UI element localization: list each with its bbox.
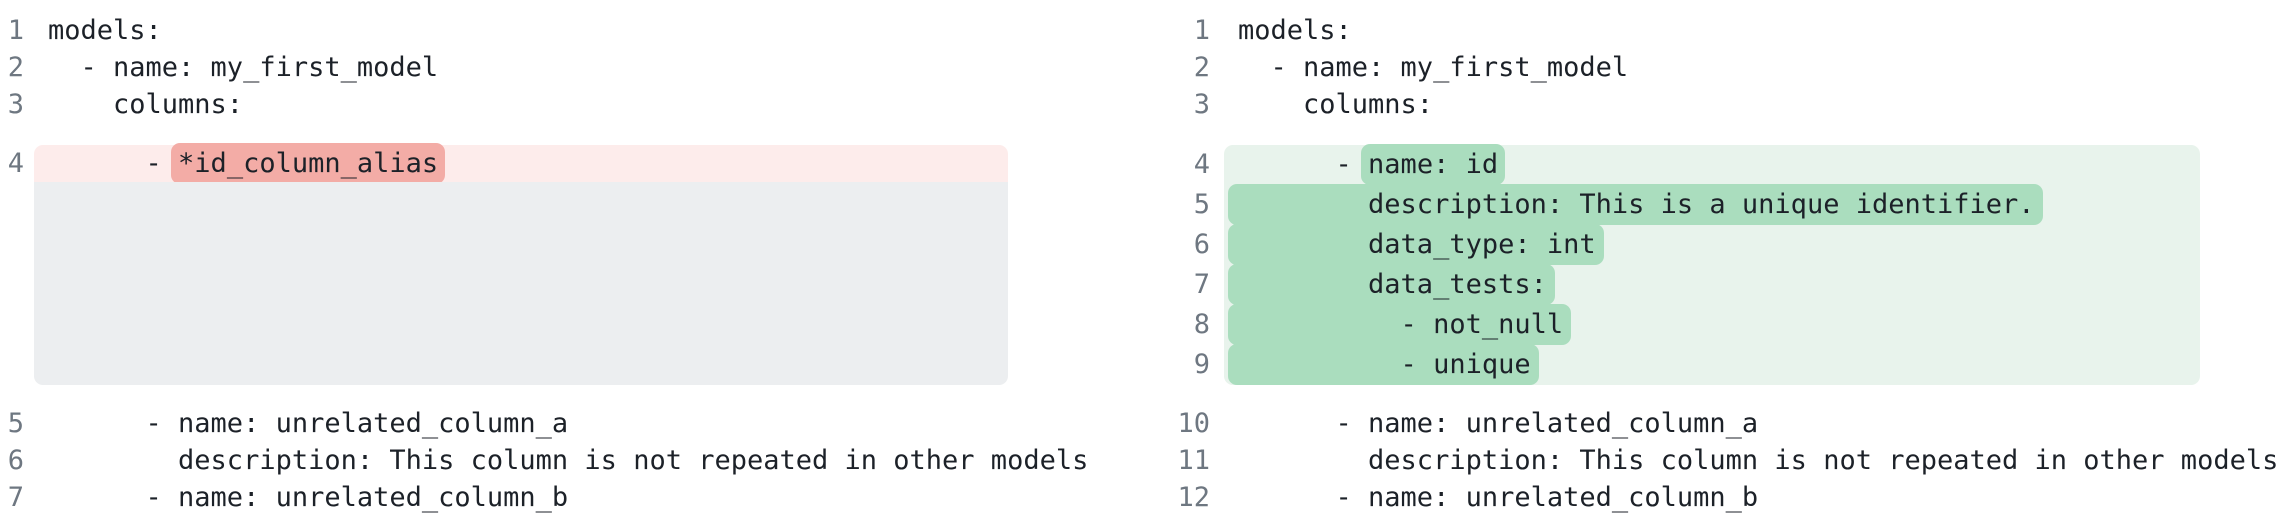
line-number: 2 bbox=[1193, 52, 1210, 83]
diff-line-context: 12 - name: unrelated_column_b bbox=[1139, 479, 2278, 516]
line-number: 1 bbox=[7, 15, 24, 46]
diff-line-added: 7 data_tests: bbox=[1139, 264, 2278, 305]
added-token-highlight: - unique bbox=[1228, 344, 1539, 385]
line-number: 7 bbox=[7, 482, 24, 513]
added-token-highlight: data_tests: bbox=[1228, 264, 1555, 305]
line-number: 4 bbox=[1193, 149, 1210, 180]
diff-line-added: 8 - not_null bbox=[1139, 304, 2278, 345]
line-number: 9 bbox=[1193, 349, 1210, 380]
removed-token-highlight: *id_column_alias bbox=[171, 143, 446, 184]
diff-line-added: 5 description: This is a unique identifi… bbox=[1139, 184, 2278, 225]
diff-line-context: 3 columns: bbox=[1139, 86, 2278, 123]
diff-line-added: 4 - name: id bbox=[1139, 144, 2278, 185]
diff-line-context: 11 description: This column is not repea… bbox=[1139, 442, 2278, 479]
diff-line-context: 2 - name: my_first_model bbox=[0, 49, 1139, 86]
line-number: 6 bbox=[7, 445, 24, 476]
code-text: - name: id bbox=[1238, 144, 1506, 185]
line-number: 11 bbox=[1177, 445, 1210, 476]
code-text: - name: my_first_model bbox=[48, 52, 439, 83]
line-number: 3 bbox=[1193, 89, 1210, 120]
code-text: - unique bbox=[1228, 344, 1539, 385]
code-text: data_type: int bbox=[1228, 224, 1604, 265]
code-text: - not_null bbox=[1228, 304, 1572, 345]
code-text: - name: unrelated_column_a bbox=[48, 408, 569, 439]
line-number: 5 bbox=[7, 408, 24, 439]
code-text: data_tests: bbox=[1228, 264, 1555, 305]
code-text: - name: unrelated_column_a bbox=[1238, 408, 1759, 439]
diff-line-context: 5 - name: unrelated_column_a bbox=[0, 405, 1139, 442]
diff-line-context: 10 - name: unrelated_column_a bbox=[1139, 405, 2278, 442]
line-number: 4 bbox=[7, 148, 24, 179]
line-number: 2 bbox=[7, 52, 24, 83]
diff-line-context: 2 - name: my_first_model bbox=[1139, 49, 2278, 86]
added-token-highlight: - not_null bbox=[1228, 304, 1572, 345]
added-token-highlight: data_type: int bbox=[1228, 224, 1604, 265]
code-text: models: bbox=[1238, 15, 1352, 46]
diff-line-context: 7 - name: unrelated_column_b bbox=[0, 479, 1139, 516]
code-text: - name: unrelated_column_b bbox=[48, 482, 569, 513]
line-number: 5 bbox=[1193, 189, 1210, 220]
added-token-highlight: description: This is a unique identifier… bbox=[1228, 184, 2043, 225]
diff-line-added: 9 - unique bbox=[1139, 344, 2278, 385]
diff-line-added: 6 data_type: int bbox=[1139, 224, 2278, 265]
code-text: columns: bbox=[1238, 89, 1434, 120]
code-text: description: This column is not repeated… bbox=[48, 445, 1089, 476]
diff-line-context: 6 description: This column is not repeat… bbox=[0, 442, 1139, 479]
code-text: - name: unrelated_column_b bbox=[1238, 482, 1759, 513]
placeholder-block bbox=[34, 182, 1008, 385]
diff-line-context: 3 columns: bbox=[0, 86, 1139, 123]
code-text: description: This is a unique identifier… bbox=[1228, 184, 2043, 225]
diff-line-removed: 4 - *id_column_alias bbox=[0, 143, 1139, 184]
diff-line-context: 1 models: bbox=[1139, 12, 2278, 49]
collapsed-lines-placeholder bbox=[0, 182, 1139, 385]
code-text: - *id_column_alias bbox=[48, 143, 446, 184]
code-text: models: bbox=[48, 15, 162, 46]
added-token-highlight: name: id bbox=[1361, 144, 1506, 185]
line-number: 6 bbox=[1193, 229, 1210, 260]
line-number: 7 bbox=[1193, 269, 1210, 300]
line-number: 1 bbox=[1193, 15, 1210, 46]
code-text: - name: my_first_model bbox=[1238, 52, 1629, 83]
code-text: columns: bbox=[48, 89, 244, 120]
code-text: description: This column is not repeated… bbox=[1238, 445, 2278, 476]
line-number: 10 bbox=[1177, 408, 1210, 439]
diff-line-context: 1 models: bbox=[0, 12, 1139, 49]
line-number: 12 bbox=[1177, 482, 1210, 513]
line-number: 8 bbox=[1193, 309, 1210, 340]
line-number: 3 bbox=[7, 89, 24, 120]
